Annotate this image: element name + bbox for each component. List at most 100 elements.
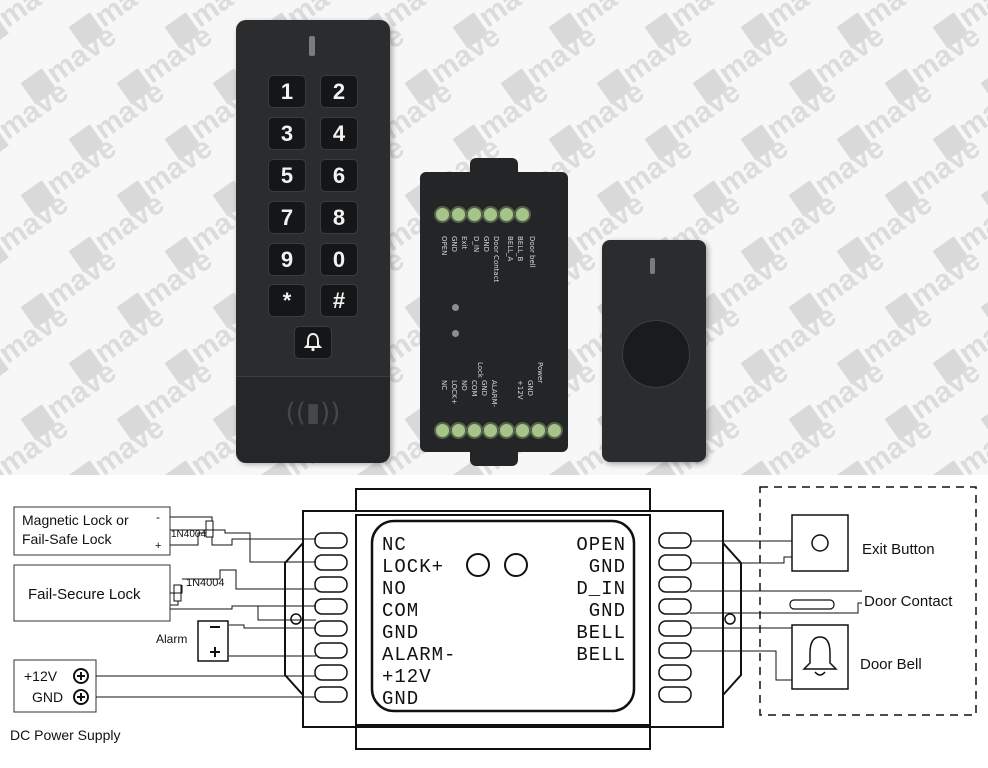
led-circle — [504, 553, 528, 577]
key-6: 6 — [320, 159, 358, 192]
terminal-screw — [546, 422, 563, 439]
ctrl-label: NC — [440, 380, 448, 391]
reader-led — [650, 258, 655, 274]
watermark-logo: mave — [0, 0, 75, 51]
left-wires — [96, 516, 316, 698]
key-2: 2 — [320, 75, 358, 108]
wiring-diagram: NC LOCK+ NO COM GND ALARM- +12V GND OPEN… — [10, 486, 977, 750]
controller-module: OPEN GND Exit D_IN GND Door Contact BELL… — [420, 158, 568, 466]
ctrl-label: GND — [480, 380, 488, 397]
plus-sign: + — [155, 540, 161, 552]
terminal-label: D_IN — [576, 578, 626, 600]
watermark-logo: mave — [930, 411, 988, 475]
ctrl-label: Lock — [476, 362, 484, 378]
key-7: 7 — [268, 201, 306, 234]
terminal-pill — [314, 664, 348, 681]
terminal-pill — [658, 598, 692, 615]
right-terminal-block — [658, 532, 692, 703]
keypad-device: 1 2 3 4 5 6 7 8 9 0 * # ((▮)) — [236, 20, 390, 463]
ctrl-label: Door Contact — [492, 236, 500, 283]
terminal-pill — [658, 576, 692, 593]
terminal-screw — [482, 206, 499, 223]
terminal-pill — [658, 554, 692, 571]
exit-button-circle — [811, 534, 829, 552]
fail-secure-label: Fail-Secure Lock — [28, 586, 141, 603]
terminal-pill — [314, 554, 348, 571]
terminal-pill — [658, 664, 692, 681]
fail-secure-box — [13, 564, 171, 622]
left-terminal-block — [314, 532, 348, 703]
terminal-screw — [498, 422, 515, 439]
terminal-screw — [450, 422, 467, 439]
terminal-label: OPEN — [576, 534, 626, 556]
magnetic-lock-label: Fail-Safe Lock — [22, 531, 112, 547]
led-circle — [466, 553, 490, 577]
watermark-logo: mave — [0, 75, 75, 163]
mount-hole — [724, 613, 736, 625]
reader-button — [622, 320, 690, 388]
magnetic-lock-box — [13, 506, 171, 556]
terminal-screw — [514, 206, 531, 223]
door-contact-label: Door Contact — [864, 593, 953, 610]
terminal-screw — [514, 422, 531, 439]
ctrl-label: GND — [482, 236, 490, 253]
watermark-logo: mave — [0, 299, 75, 387]
minus-sign: - — [156, 510, 160, 524]
terminal-pill — [314, 598, 348, 615]
watermark-logo: mave — [0, 187, 75, 275]
left-flange — [284, 542, 304, 696]
key-3: 3 — [268, 117, 306, 150]
terminal-label: LOCK+ — [382, 556, 444, 578]
key-9: 9 — [268, 243, 306, 276]
terminal-screw — [434, 422, 451, 439]
ctrl-label: LOCK+ — [450, 380, 458, 405]
terminal-screw — [466, 422, 483, 439]
bell-icon — [303, 332, 323, 352]
terminal-pill — [658, 642, 692, 659]
terminal-pill — [314, 620, 348, 637]
terminal-screw — [450, 206, 467, 223]
keypad-led — [309, 36, 315, 56]
right-wires — [690, 540, 862, 681]
diode-label: 1N4004 — [171, 529, 206, 540]
key-0: 0 — [320, 243, 358, 276]
terminal-screw — [482, 422, 499, 439]
ctrl-label: GND — [526, 380, 534, 397]
ctrl-label: +12V — [516, 380, 524, 400]
key-8: 8 — [320, 201, 358, 234]
mount-ear-top — [470, 158, 518, 180]
terminal-label: GND — [382, 688, 419, 710]
terminal-label: ALARM- — [382, 644, 456, 666]
terminal-label: NO — [382, 578, 407, 600]
controller-face — [370, 519, 636, 713]
terminal-pill — [658, 620, 692, 637]
key-hash: # — [320, 284, 358, 317]
rfid-wave-icon: ((▮)) — [285, 398, 341, 428]
ctrl-label: BELL_A — [506, 236, 514, 262]
terminal-pill — [658, 686, 692, 703]
controller-inner — [355, 514, 651, 726]
key-1: 1 — [268, 75, 306, 108]
magnetic-lock-label: Magnetic Lock or — [22, 512, 129, 528]
right-flange — [722, 542, 742, 696]
exit-button-label: Exit Button — [862, 541, 935, 558]
ctrl-label: ALARM- — [490, 380, 498, 408]
controller-bottom-ear — [355, 726, 651, 750]
indicator-dot — [452, 304, 459, 311]
power-12v-label: +12V — [24, 668, 58, 684]
terminal-label: BELL — [576, 622, 626, 644]
rfid-area — [236, 376, 390, 463]
key-star: * — [268, 284, 306, 317]
terminal-screw — [498, 206, 515, 223]
terminal-label: GND — [382, 622, 419, 644]
controller-top-ear — [355, 488, 651, 512]
terminal-label: COM — [382, 600, 419, 622]
door-contact-icon — [789, 599, 835, 610]
mount-ear-bottom — [470, 444, 518, 466]
terminal-label: NC — [382, 534, 407, 556]
ctrl-label: Power — [536, 362, 544, 384]
mount-hole — [290, 613, 302, 625]
terminal-pill — [314, 686, 348, 703]
diode-icon — [205, 520, 214, 538]
